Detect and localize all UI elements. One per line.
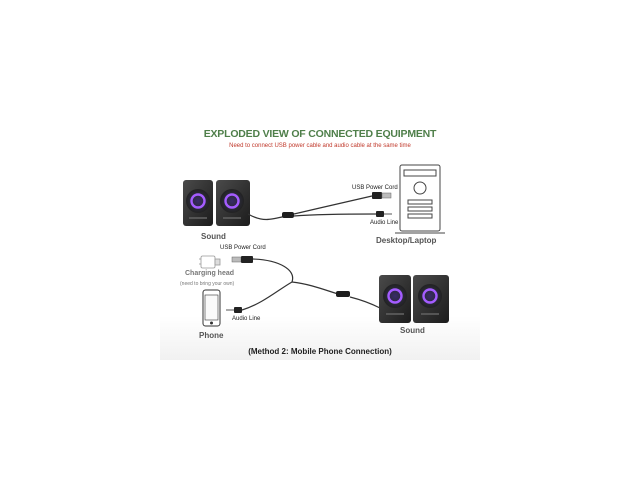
top-audio-plug bbox=[376, 211, 392, 217]
bottom-speaker-left bbox=[379, 275, 411, 323]
charging-head-icon bbox=[199, 255, 221, 269]
computer-label: Desktop/Laptop bbox=[376, 236, 437, 245]
phone-label: Phone bbox=[199, 331, 224, 340]
charging-head-note: (need to bring your own) bbox=[180, 281, 235, 287]
bottom-usb-plug bbox=[231, 256, 253, 263]
top-usb-plug bbox=[372, 192, 392, 199]
top-speaker-right bbox=[216, 180, 250, 226]
diagram-subtitle: Need to connect USB power cable and audi… bbox=[229, 143, 411, 149]
computer-tower-icon bbox=[395, 164, 445, 234]
bottom-audio-label: Audio Line bbox=[232, 316, 261, 322]
bottom-cable-splitter bbox=[336, 291, 350, 297]
phone-icon bbox=[202, 289, 221, 327]
bottom-speaker-label: Sound bbox=[400, 326, 425, 335]
top-usb-label: USB Power Cord bbox=[352, 185, 398, 191]
method-caption: (Method 2: Mobile Phone Connection) bbox=[248, 347, 392, 356]
top-speaker-label: Sound bbox=[201, 232, 226, 241]
bottom-cables bbox=[241, 258, 381, 311]
top-cable-splitter bbox=[282, 212, 294, 218]
bottom-speaker-right bbox=[413, 275, 449, 323]
diagram-title: EXPLODED VIEW OF CONNECTED EQUIPMENT bbox=[203, 128, 437, 140]
top-audio-label: Audio Line bbox=[370, 220, 399, 226]
bottom-usb-label: USB Power Cord bbox=[220, 245, 266, 251]
bottom-audio-plug bbox=[226, 307, 242, 313]
top-speaker-left bbox=[183, 180, 213, 226]
top-cables bbox=[247, 195, 377, 221]
charging-head-label: Charging head bbox=[185, 270, 235, 277]
